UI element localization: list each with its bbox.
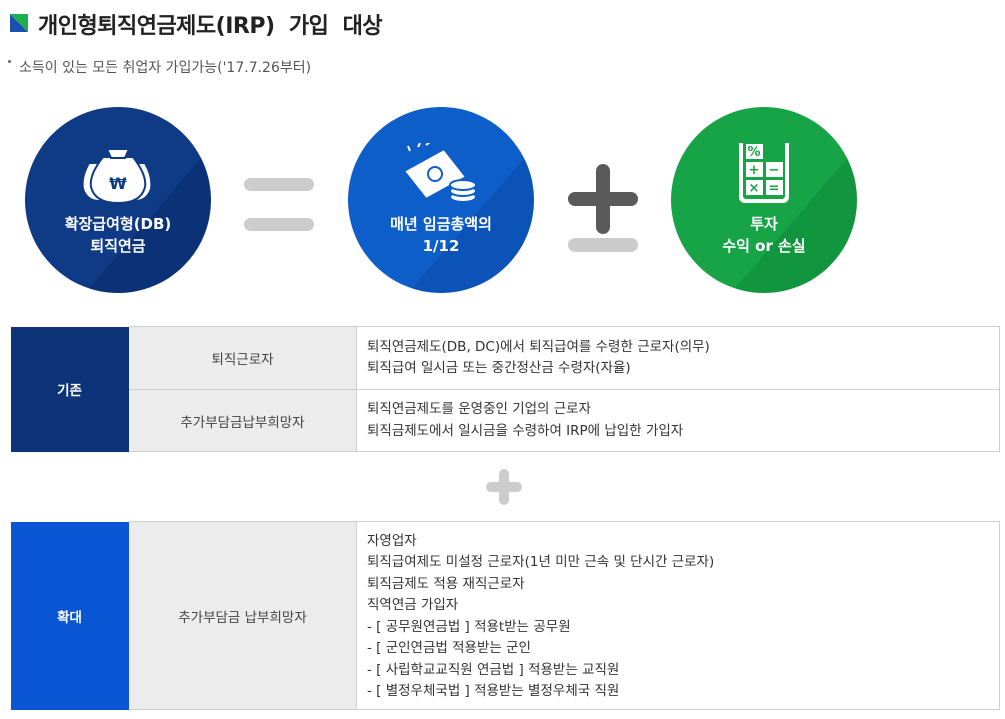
description-line: 직역연금 가입자 — [367, 597, 459, 613]
svg-text:=: = — [769, 181, 780, 196]
description-line: - [ 공무원연금법 ] 적용t받는 공무원 — [367, 618, 571, 635]
row-description: 퇴직연금제도를 운영중인 기업의 근로자 퇴직금제도에서 일시금을 수령하여 I… — [356, 389, 1000, 452]
circle3-line2: 수익 or 손실 — [722, 237, 806, 255]
db-pension-circle: ₩ 확장급여형(DB) 퇴직연금 — [25, 107, 211, 293]
title-bullet-icon — [10, 14, 28, 32]
description-line: - [ 군인연금법 적용받는 군인 — [367, 640, 531, 656]
plus-icon — [486, 469, 522, 505]
row-description: 자영업자 퇴직급여제도 미설정 근로자(1년 미만 근속 및 단시간 근로자) … — [356, 521, 1000, 710]
circle2-line1: 매년 임금총액의 — [390, 215, 492, 233]
table-row: 기존 퇴직근로자 퇴직연금제도(DB, DC)에서 퇴직급여를 수령한 근로자(… — [10, 326, 1000, 452]
page-subtitle: 소득이 있는 모든 취업자 가입가능('17.7.26부터) — [8, 57, 311, 77]
row-category: 추가부담금 납부희망자 — [128, 521, 357, 710]
page-title: 개인형퇴직연금제도(IRP) 가입 대상 — [38, 14, 383, 39]
expanded-header: 확대 — [10, 521, 129, 710]
table-row: 확대 추가부담금 납부희망자 자영업자 퇴직급여제도 미설정 근로자(1년 미만… — [10, 521, 1000, 710]
description-line: - [ 사립학교교직원 연금법 ] 적용받는 교직원 — [367, 661, 620, 678]
subtitle-text: 소득이 있는 모든 취업자 가입가능('17.7.26부터) — [19, 60, 312, 76]
existing-header: 기존 — [10, 326, 129, 452]
plus-minus-icon — [568, 164, 638, 252]
row-category: 추가부담금납부희망자 — [128, 389, 357, 452]
description-line: - [ 별정우체국법 ] 적용받는 별정우체국 직원 — [367, 683, 620, 699]
description-line: 퇴직급여 일시금 또는 중간정산금 수령자(자율) — [367, 360, 631, 376]
existing-eligibility-table: 기존 퇴직근로자 퇴직연금제도(DB, DC)에서 퇴직급여를 수령한 근로자(… — [10, 326, 1000, 452]
description-line: 자영업자 — [367, 532, 417, 549]
description-line: 퇴직급여제도 미설정 근로자(1년 미만 근속 및 단시간 근로자) — [367, 554, 715, 570]
investment-circle: % + − × = 투자 수익 or 손실 — [671, 107, 857, 293]
svg-text:₩: ₩ — [109, 174, 127, 193]
cash-coins-icon — [402, 143, 477, 203]
calculator-icon: % + − × = — [739, 143, 789, 203]
description-line: 퇴직금제도에서 일시금을 수령하여 IRP에 납입한 가입자 — [367, 422, 684, 439]
row-description: 퇴직연금제도(DB, DC)에서 퇴직급여를 수령한 근로자(의무) 퇴직급여 … — [356, 326, 1000, 390]
circle3-line1: 투자 — [750, 215, 778, 233]
bullet-dot — [8, 60, 11, 63]
circle2-line2: 1/12 — [422, 237, 460, 255]
svg-text:−: − — [769, 163, 780, 178]
table-row: 추가부담금납부희망자 퇴직연금제도를 운영중인 기업의 근로자 퇴직금제도에서 … — [11, 389, 1000, 452]
circle-shade — [408, 147, 534, 293]
svg-text:+: + — [749, 163, 760, 178]
description-line: 퇴직금제도 적용 재직근로자 — [367, 575, 525, 592]
circle1-line2: 퇴직연금 — [90, 237, 146, 255]
description-line: 퇴직연금제도를 운영중인 기업의 근로자 — [367, 401, 592, 417]
annual-wage-circle: 매년 임금총액의 1/12 — [348, 107, 534, 293]
circle1-line1: 확장급여형(DB) — [64, 215, 172, 233]
expanded-eligibility-table: 확대 추가부담금 납부희망자 자영업자 퇴직급여제도 미설정 근로자(1년 미만… — [10, 521, 1000, 710]
description-line: 퇴직연금제도(DB, DC)에서 퇴직급여를 수령한 근로자(의무) — [367, 338, 710, 355]
circle-shade — [85, 147, 211, 293]
svg-text:×: × — [749, 181, 760, 196]
equals-icon — [244, 178, 314, 231]
row-category: 퇴직근로자 — [128, 326, 357, 390]
money-bags-icon: ₩ — [81, 148, 153, 205]
svg-text:%: % — [747, 145, 760, 160]
circle-shade — [731, 147, 857, 293]
